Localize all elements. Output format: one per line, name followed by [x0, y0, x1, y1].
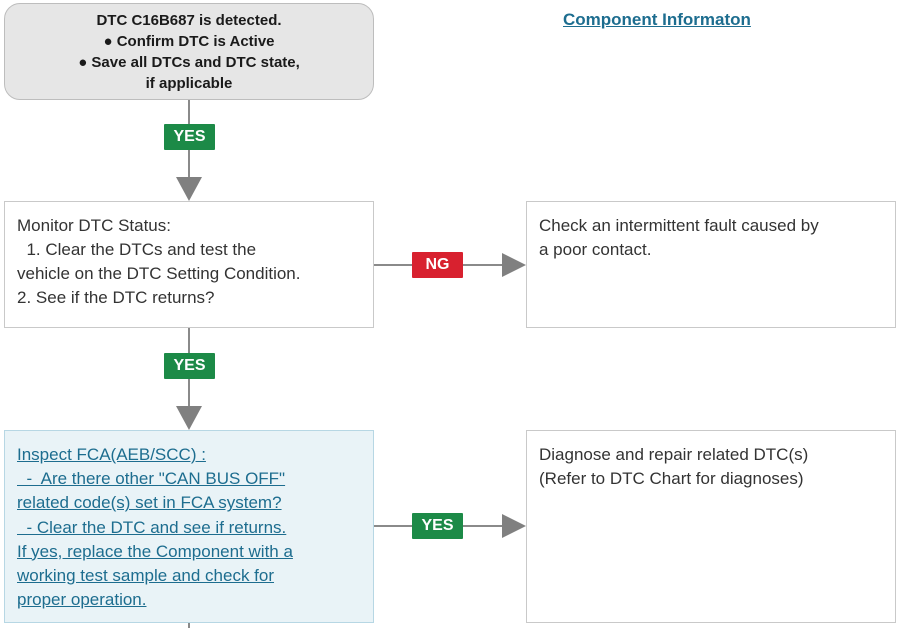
monitor-dtc-status-box: Monitor DTC Status: 1. Clear the DTCs an…	[4, 201, 374, 328]
inspect-line[interactable]: proper operation.	[17, 590, 147, 610]
ng-badge: NG	[412, 252, 463, 278]
inspect-line[interactable]: working test sample and check for	[17, 566, 275, 586]
monitor-line: 2. See if the DTC returns?	[17, 288, 215, 307]
yes-badge-start: YES	[164, 124, 215, 150]
monitor-line: Monitor DTC Status:	[17, 216, 171, 235]
arrowhead-to-intermittent	[502, 253, 526, 277]
repair-related-dtc-box: Diagnose and repair related DTC(s) (Refe…	[526, 430, 896, 623]
repair-line: Diagnose and repair related DTC(s)	[539, 445, 809, 464]
inspect-line[interactable]: related code(s) set in FCA system?	[17, 493, 282, 513]
yes-badge-monitor: YES	[164, 353, 215, 379]
intermittent-fault-box: Check an intermittent fault caused by a …	[526, 201, 896, 328]
monitor-line: vehicle on the DTC Setting Condition.	[17, 264, 301, 283]
start-box-dtc-detected: DTC C16B687 is detected. ● Confirm DTC i…	[4, 3, 374, 100]
start-line: if applicable	[145, 75, 233, 92]
inspect-fca-box[interactable]: Inspect FCA(AEB/SCC) : - Are there other…	[4, 430, 374, 623]
intermittent-line: a poor contact.	[539, 240, 652, 259]
repair-line: (Refer to DTC Chart for diagnoses)	[539, 469, 804, 488]
arrowhead-to-inspect	[176, 406, 202, 430]
start-line: ● Save all DTCs and DTC state,	[78, 54, 300, 71]
inspect-line[interactable]: Inspect FCA(AEB/SCC) :	[17, 445, 206, 464]
start-line: ● Confirm DTC is Active	[103, 33, 275, 50]
inspect-line[interactable]: - Clear the DTC and see if returns.	[17, 517, 287, 537]
start-line: DTC C16B687 is detected.	[96, 12, 282, 29]
arrowhead-to-monitor	[176, 177, 202, 201]
yes-badge-inspect: YES	[412, 513, 463, 539]
component-information-link[interactable]: Component Informaton	[563, 10, 751, 29]
inspect-line[interactable]: If yes, replace the Component with a	[17, 541, 293, 561]
monitor-line: 1. Clear the DTCs and test the	[17, 240, 257, 259]
intermittent-line: Check an intermittent fault caused by	[539, 216, 819, 235]
arrowhead-to-repair	[502, 514, 526, 538]
inspect-line[interactable]: - Are there other "CAN BUS OFF"	[17, 469, 286, 489]
